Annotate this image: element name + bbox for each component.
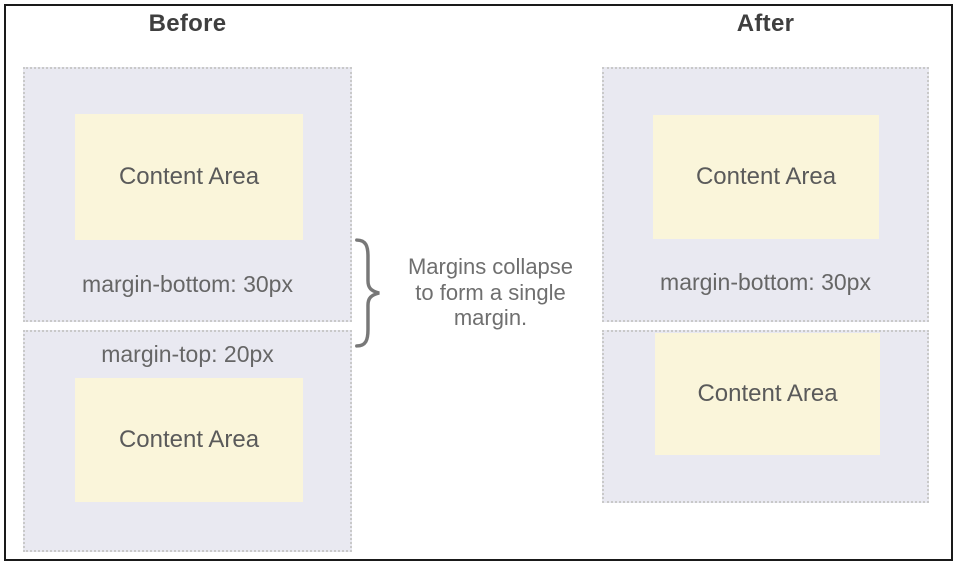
before-margin-top-label: margin-top: 20px xyxy=(101,341,274,367)
before-content-area-bottom: Content Area xyxy=(75,378,303,502)
after-content-area-bottom: Content Area xyxy=(655,333,880,455)
after-content-area-top: Content Area xyxy=(653,115,879,239)
before-content-area-top: Content Area xyxy=(75,114,303,240)
collapse-annotation-line: to form a single xyxy=(415,279,566,305)
collapse-brace-icon xyxy=(355,238,380,348)
after-margin-bottom-label: margin-bottom: 30px xyxy=(660,269,871,295)
after-heading: After xyxy=(736,10,795,37)
collapse-annotation-line: Margins collapse xyxy=(407,254,574,279)
collapse-annotation: Margins collapse to form a single margin… xyxy=(383,254,598,331)
collapse-annotation-line: margin. xyxy=(453,305,528,331)
before-heading: Before xyxy=(148,10,227,37)
before-margin-bottom-label: margin-bottom: 30px xyxy=(82,271,293,297)
